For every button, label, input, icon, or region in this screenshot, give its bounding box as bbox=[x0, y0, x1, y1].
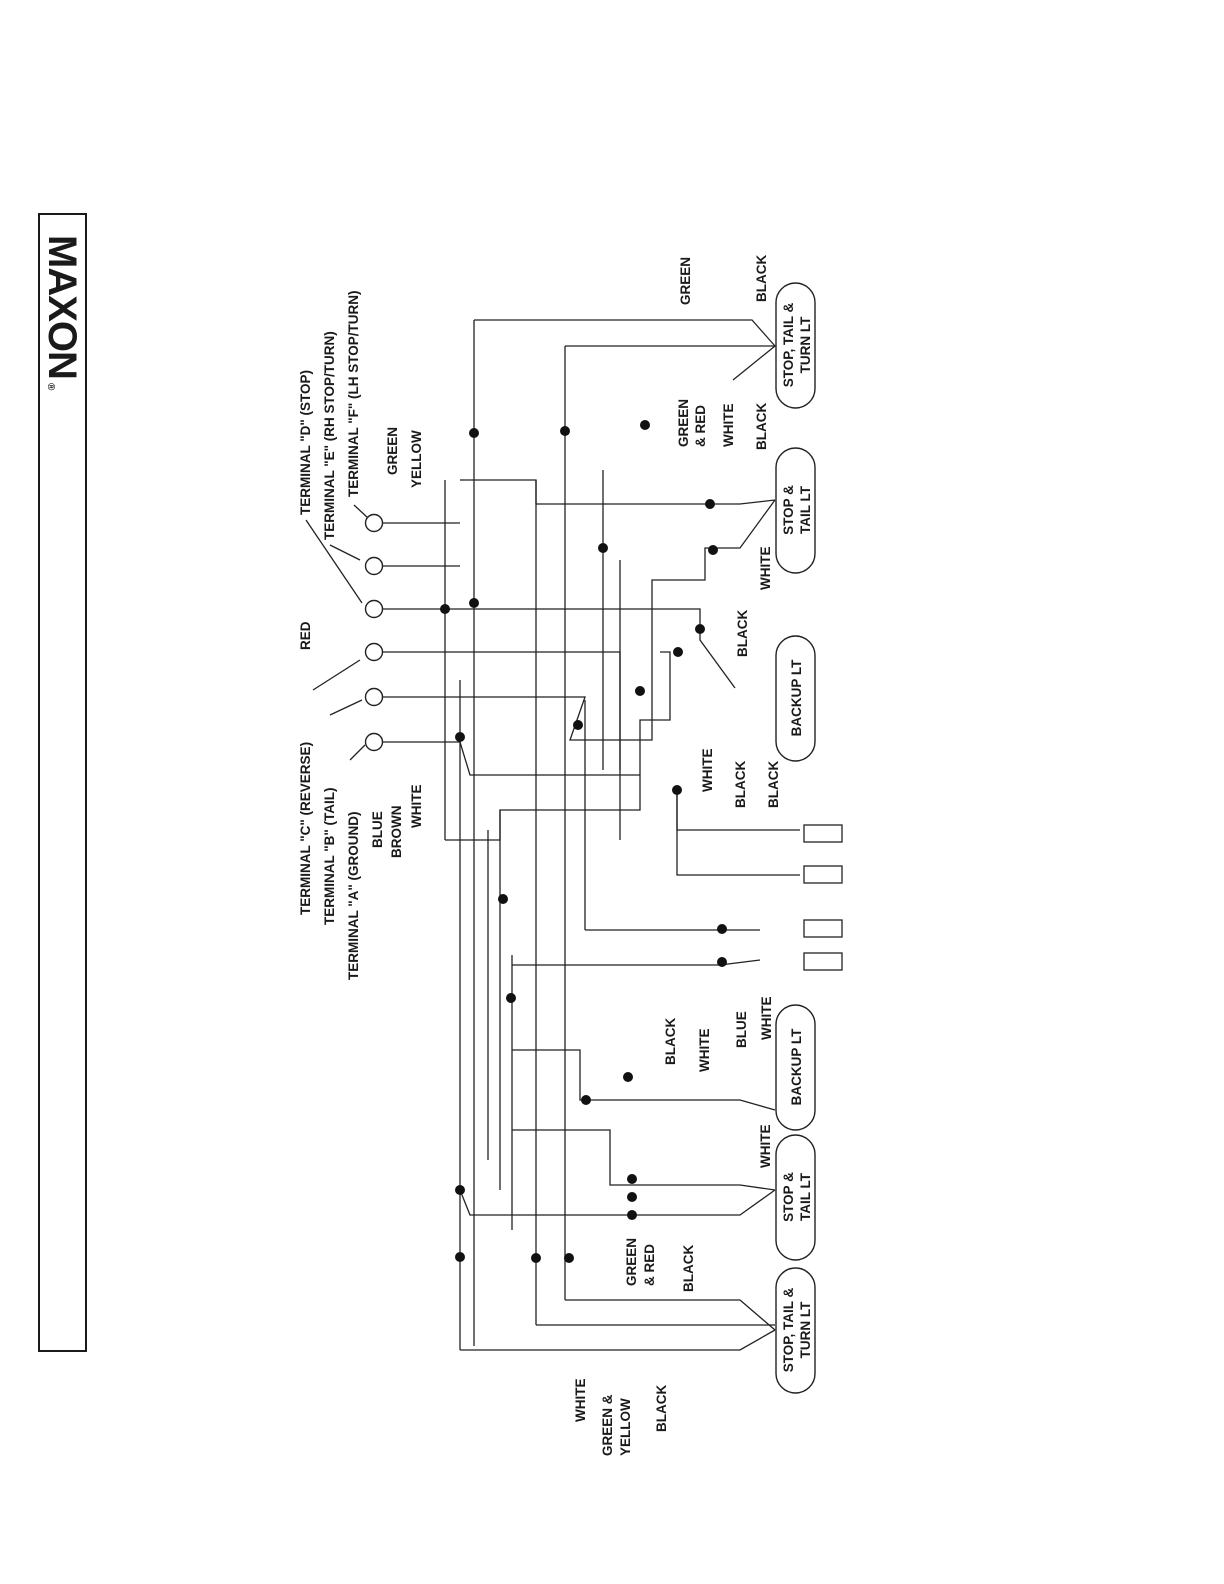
wire-label-white: WHITE bbox=[409, 785, 424, 829]
lamp-label: STOP & bbox=[781, 1172, 796, 1222]
connector-plug bbox=[803, 865, 843, 884]
lamp-label: TURN LT bbox=[798, 1301, 813, 1358]
junction-dot bbox=[627, 1174, 637, 1184]
junction-dot bbox=[455, 732, 465, 742]
wire-label-green-yellow: GREEN & bbox=[600, 1394, 615, 1456]
terminal-e-circle bbox=[364, 556, 384, 576]
wire-label-white: WHITE bbox=[759, 997, 774, 1041]
junction-dot bbox=[455, 1252, 465, 1262]
wire-label-black: BLACK bbox=[663, 1018, 678, 1065]
junction-dot bbox=[705, 499, 715, 509]
lamp-label: TAIL LT bbox=[798, 1172, 813, 1221]
terminal-b-circle bbox=[364, 687, 384, 707]
junction-dot bbox=[627, 1192, 637, 1202]
junction-dot bbox=[498, 894, 508, 904]
terminal-labels: TERMINAL "D" (STOP) TERMINAL "E" (RH STO… bbox=[298, 290, 369, 980]
terminal-c-circle bbox=[364, 642, 384, 662]
wire-label-green-red: GREEN bbox=[624, 1238, 639, 1286]
wire-label-green-red: GREEN bbox=[676, 399, 691, 447]
wire-label-green-red: & RED bbox=[642, 1244, 657, 1286]
lamp-label: STOP, TAIL & bbox=[781, 302, 796, 387]
junction-dot bbox=[573, 720, 583, 730]
lamp-label: BACKUP LT bbox=[789, 659, 804, 737]
wire-label-black: BLACK bbox=[735, 610, 750, 657]
lamp-backup-top bbox=[775, 635, 816, 762]
junction-dot bbox=[635, 686, 645, 696]
wire-label-white: WHITE bbox=[573, 1379, 588, 1423]
terminal-e-label: TERMINAL "E" (RH STOP/TURN) bbox=[322, 331, 337, 540]
junction-dot bbox=[455, 1185, 465, 1195]
junction-dot bbox=[560, 426, 570, 436]
junction-dot bbox=[581, 1095, 591, 1105]
lamp-label: TURN LT bbox=[798, 316, 813, 373]
junction-dot bbox=[672, 785, 682, 795]
wire-label-white: WHITE bbox=[758, 1125, 773, 1169]
wire-label-blue: BLUE bbox=[370, 811, 385, 848]
lamp-label: STOP, TAIL & bbox=[781, 1287, 796, 1372]
wire-label-black: BLACK bbox=[733, 761, 748, 808]
terminal-connectors bbox=[364, 513, 384, 752]
junction-dot bbox=[469, 428, 479, 438]
junction-dot bbox=[717, 957, 727, 967]
lamp-labels: STOP, TAIL & TURN LT STOP & TAIL LT BACK… bbox=[781, 302, 813, 1372]
lamp-label: TAIL LT bbox=[798, 485, 813, 534]
junction-dot bbox=[598, 543, 608, 553]
plug-connectors bbox=[803, 824, 843, 971]
wire-label-blue: BLUE bbox=[734, 1011, 749, 1048]
wire-label-white: WHITE bbox=[697, 1029, 712, 1073]
junction-dot bbox=[695, 624, 705, 634]
wire-label-red: RED bbox=[298, 621, 313, 650]
junction-dot bbox=[469, 598, 479, 608]
wire-label-black: BLACK bbox=[754, 403, 769, 450]
wire-label-white: WHITE bbox=[721, 404, 736, 448]
lamp-stop-tail-turn-bottom bbox=[775, 1267, 816, 1394]
junction-dot bbox=[673, 647, 683, 657]
terminal-c-label: TERMINAL "C" (REVERSE) bbox=[298, 742, 313, 915]
terminal-a-circle bbox=[364, 732, 384, 752]
wire-label-black: BLACK bbox=[754, 255, 769, 302]
junction-dot bbox=[717, 924, 727, 934]
terminal-f-label: TERMINAL "F" (LH STOP/TURN) bbox=[346, 290, 361, 497]
junction-dot bbox=[708, 545, 718, 555]
wire-label-green: GREEN bbox=[678, 257, 693, 305]
junction-dot bbox=[640, 420, 650, 430]
wire-network bbox=[383, 319, 800, 1351]
lamp-label: STOP & bbox=[781, 485, 796, 535]
wire-color-labels: RED GREEN YELLOW BLUE BROWN WHITE GREEN … bbox=[298, 255, 781, 1456]
wire-label-brown: BROWN bbox=[389, 806, 404, 859]
wire-label-green-red: & RED bbox=[693, 405, 708, 447]
junction-dot bbox=[440, 604, 450, 614]
lamp-assemblies bbox=[775, 282, 816, 1394]
wire-label-yellow: YELLOW bbox=[409, 430, 424, 488]
junction-dot bbox=[623, 1072, 633, 1082]
wire-label-green: GREEN bbox=[385, 427, 400, 475]
terminal-a-label: TERMINAL "A" (GROUND) bbox=[346, 811, 361, 980]
junction-dots bbox=[440, 420, 727, 1263]
side-frame bbox=[38, 213, 87, 1352]
wire-label-black: BLACK bbox=[681, 1245, 696, 1292]
terminal-f-circle bbox=[364, 513, 384, 533]
junction-dot bbox=[627, 1210, 637, 1220]
wire-label-white: WHITE bbox=[700, 749, 715, 793]
lamp-backup-bottom bbox=[775, 1004, 816, 1131]
lamp-stop-tail-top bbox=[775, 447, 816, 574]
terminal-d-circle bbox=[364, 599, 384, 619]
lamp-stop-tail-turn-top bbox=[775, 282, 816, 409]
connector-plug bbox=[803, 952, 843, 971]
junction-dot bbox=[564, 1253, 574, 1263]
terminal-d-label: TERMINAL "D" (STOP) bbox=[298, 370, 313, 515]
wire-label-black: BLACK bbox=[766, 761, 781, 808]
wire-label-green-yellow: YELLOW bbox=[618, 1398, 633, 1456]
lamp-stop-tail-bottom bbox=[775, 1134, 816, 1261]
wire-label-black: BLACK bbox=[654, 1385, 669, 1432]
connector-plug bbox=[803, 824, 843, 843]
lamp-label: BACKUP LT bbox=[789, 1028, 804, 1106]
connector-plug bbox=[803, 919, 843, 938]
terminal-b-label: TERMINAL "B" (TAIL) bbox=[322, 787, 337, 925]
junction-dot bbox=[506, 993, 516, 1003]
junction-dot bbox=[531, 1253, 541, 1263]
wire-label-white: WHITE bbox=[758, 547, 773, 591]
